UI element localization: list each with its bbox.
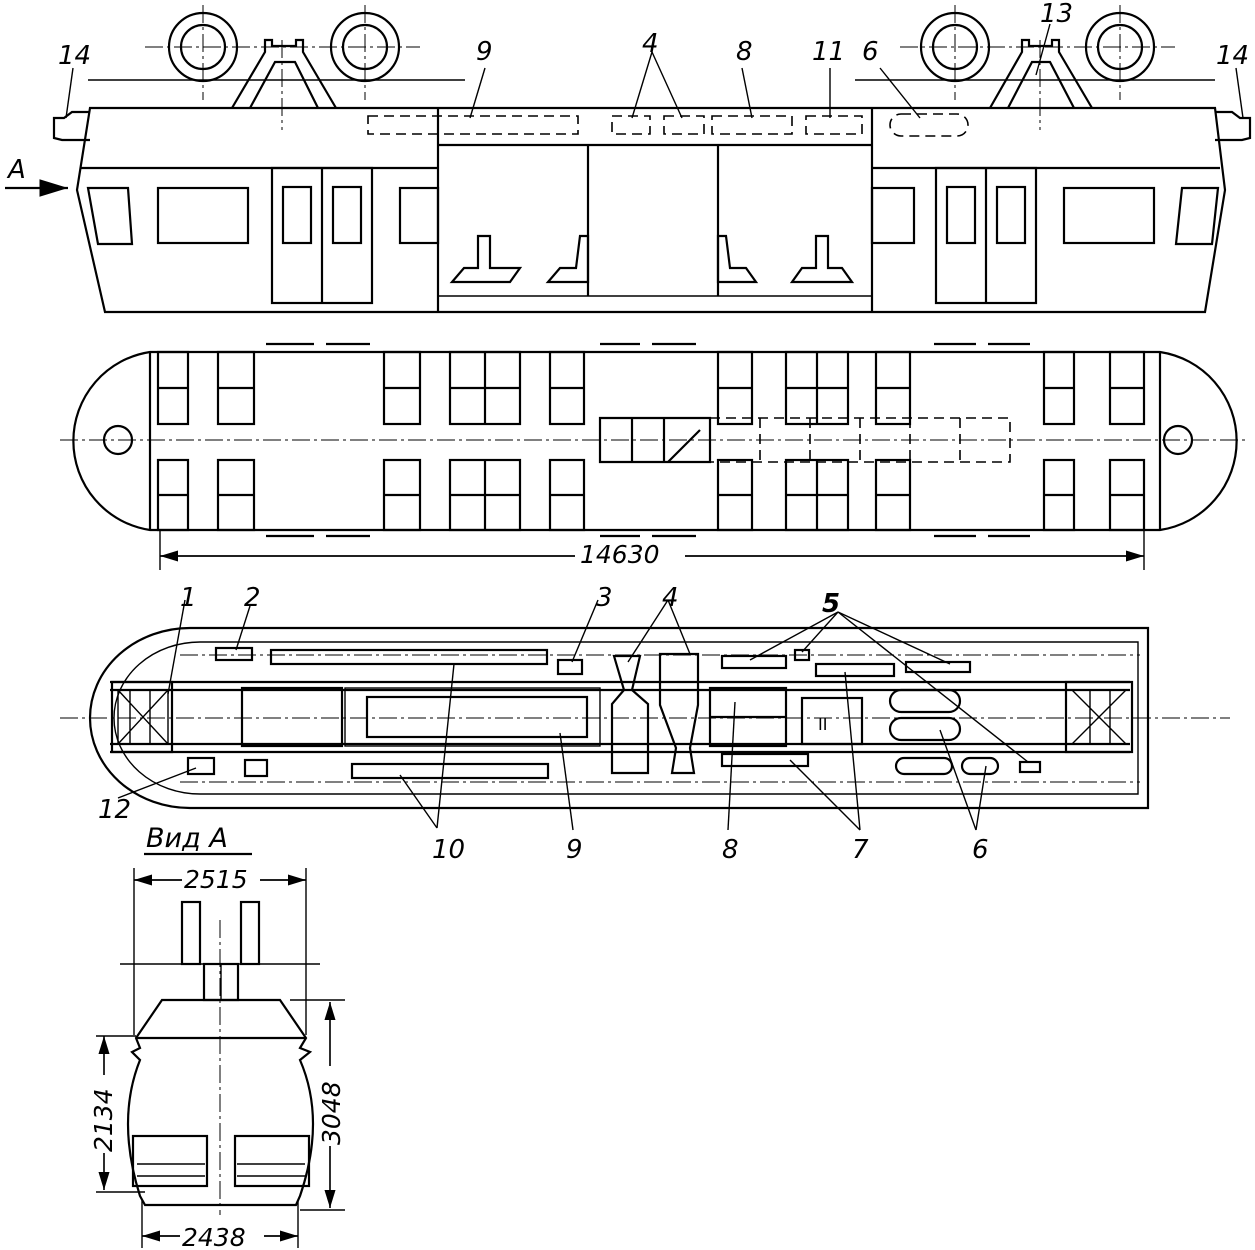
callout-8-plan: 8: [722, 835, 739, 865]
length-dimension: 14630: [580, 540, 660, 569]
callout-14-right: 14: [1216, 41, 1249, 71]
bogie-wheel: [167, 11, 1156, 83]
callout-9-plan: 9: [566, 835, 583, 865]
callout-5: 5: [822, 589, 840, 619]
callout-4-side: 4: [642, 29, 659, 59]
callout-13: 13: [1040, 0, 1073, 29]
side-elevation: A 14 9 4 8 11 6 13 14: [5, 0, 1252, 314]
callout-3: 3: [596, 583, 613, 613]
callout-12: 12: [98, 795, 131, 825]
callout-2: 2: [244, 583, 261, 613]
callout-7: 7: [852, 835, 869, 865]
view-arrow-label: A: [6, 155, 26, 185]
callout-11: 11: [812, 37, 845, 67]
callout-6-plan: 6: [972, 835, 989, 865]
callout-1: 1: [180, 583, 197, 613]
top-width-dimension: 2515: [184, 865, 248, 894]
bottom-width-dimension: 2438: [182, 1223, 246, 1250]
total-height-dimension: 3048: [317, 1081, 346, 1145]
body-height-dimension: 2134: [89, 1088, 118, 1152]
roof-plan-view: 14630: [60, 342, 1245, 570]
callout-10: 10: [432, 835, 465, 865]
callout-4-plan: 4: [662, 583, 679, 613]
svg-text:II: II: [818, 715, 827, 734]
floor-plan-view: II 1 2 3 4 5 12: [60, 583, 1230, 865]
callout-8-side: 8: [736, 37, 753, 67]
view-a-title: Вид А: [146, 823, 228, 854]
callout-14-left: 14: [58, 41, 91, 71]
end-view-a: Вид А 2515 2134: [89, 823, 346, 1250]
callout-6-side: 6: [862, 37, 879, 67]
callout-9-side: 9: [476, 37, 493, 67]
